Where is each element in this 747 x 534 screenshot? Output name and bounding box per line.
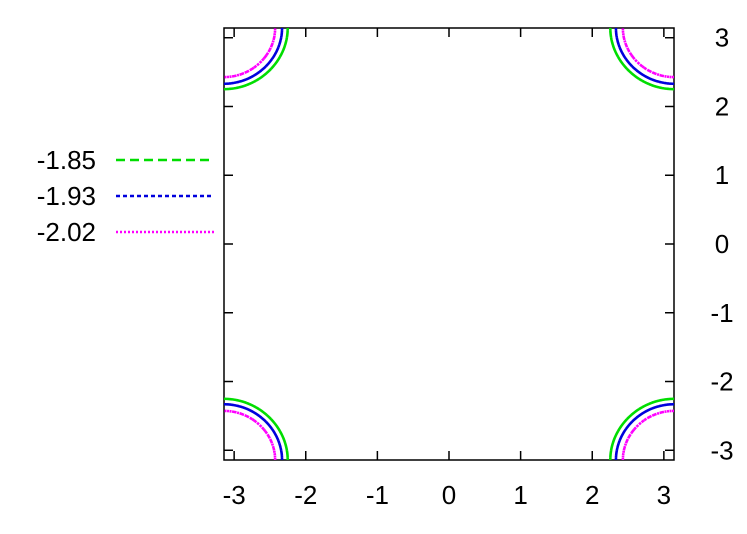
- legend-label-1-93: -1.93: [37, 181, 96, 211]
- legend-label-1-85: -1.85: [37, 145, 96, 175]
- contour-lines: [223, 27, 675, 461]
- y-tick-label: 1: [715, 160, 729, 190]
- x-tick-label: 0: [442, 480, 456, 510]
- axis-ticks: -3 -2 -1 0 1 2 3 3 2 1 0 -1 -2 -3: [223, 23, 734, 510]
- x-tick-label: 1: [513, 480, 527, 510]
- y-tick-label: 0: [715, 229, 729, 259]
- x-tick-label: -2: [294, 480, 317, 510]
- x-tick-label: 2: [585, 480, 599, 510]
- x-tick-label: -3: [223, 480, 246, 510]
- y-tick-label: -3: [710, 435, 733, 465]
- contour-line-1-93: [223, 27, 675, 461]
- y-tick-label: 2: [715, 91, 729, 121]
- y-tick-label: -1: [710, 298, 733, 328]
- x-tick-label: 3: [657, 480, 671, 510]
- y-tick-label: -2: [710, 367, 733, 397]
- contour-line-1-85: [223, 27, 675, 461]
- y-tick-label: 3: [715, 23, 729, 53]
- legend-label-2-02: -2.02: [37, 217, 96, 247]
- x-tick-label: -1: [366, 480, 389, 510]
- contour-line-2-02: [223, 27, 675, 461]
- plot-frame: [223, 27, 675, 461]
- legend: -1.85 -1.93 -2.02: [37, 145, 214, 247]
